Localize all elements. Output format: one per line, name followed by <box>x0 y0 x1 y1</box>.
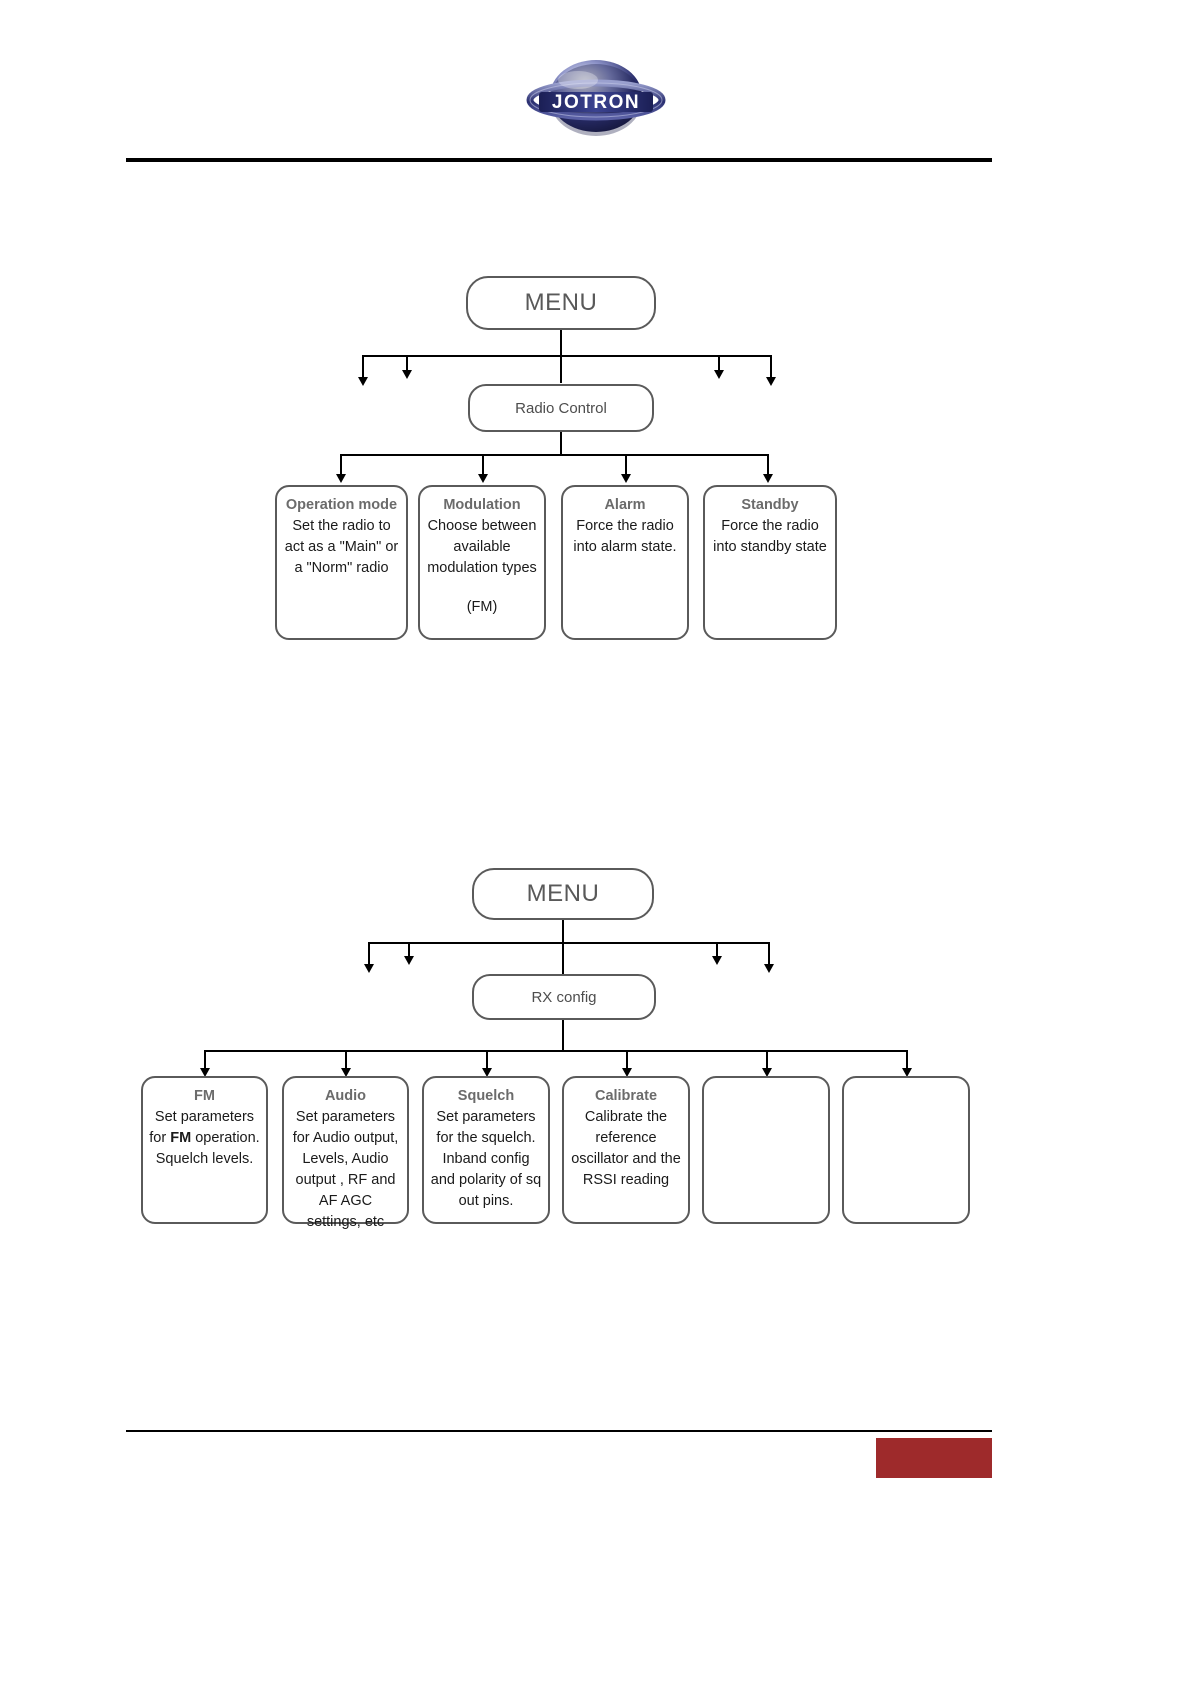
leaf-modulation-extra: (FM) <box>466 599 498 615</box>
node-rx-config-label: RX config <box>531 988 597 1006</box>
arrow-stub-1b <box>402 370 412 379</box>
brand-logo: JOTRON <box>0 55 1191 145</box>
leaf-operation-mode[interactable]: Operation mode Set the radio to act as a… <box>275 485 408 640</box>
arrow-leaf-1-3 <box>763 474 773 483</box>
connector-root-1 <box>560 330 562 355</box>
connector-leaf-2-4 <box>766 1050 768 1070</box>
connector-to-sub-1 <box>560 355 562 383</box>
arrow-leaf-1-1 <box>478 474 488 483</box>
arrow-leaf-2-4 <box>762 1068 772 1077</box>
arrow-stub-2c <box>712 956 722 965</box>
connector-leafbus-2 <box>204 1050 907 1052</box>
leaf-modulation-body: Choose between available modulation type… <box>427 518 537 576</box>
leaf-alarm-title: Alarm <box>604 497 646 513</box>
leaf-calibrate-title: Calibrate <box>594 1088 658 1104</box>
leaf-alarm-body: Force the radio into alarm state. <box>573 518 677 555</box>
leaf-operation-mode-body: Set the radio to act as a "Main" or a "N… <box>284 518 399 576</box>
leaf-empty-1[interactable] <box>702 1076 830 1224</box>
leaf-fm[interactable]: FM Set parameters for FM operation. Sque… <box>141 1076 268 1224</box>
brand-wordmark: JOTRON <box>551 92 639 113</box>
leaf-audio-body: Set parameters for Audio output, Levels,… <box>292 1109 399 1230</box>
leaf-standby-body: Force the radio into standby state <box>713 518 827 555</box>
connector-sub-down-1 <box>560 432 562 454</box>
connector-bus-2 <box>368 942 770 944</box>
arrow-stub-2b <box>404 956 414 965</box>
header-divider <box>126 158 992 162</box>
arrow-leaf-2-1 <box>341 1068 351 1077</box>
leaf-fm-body-post: operation. Squelch levels. <box>155 1130 260 1167</box>
leaf-fm-title: FM <box>194 1088 215 1104</box>
leaf-fm-body-pre: Set parameters for <box>149 1109 255 1146</box>
node-menu-1[interactable]: MENU <box>466 276 656 330</box>
connector-leaf-1-3 <box>767 454 769 476</box>
arrow-leaf-2-3 <box>622 1068 632 1077</box>
arrow-leaf-2-5 <box>902 1068 912 1077</box>
leaf-modulation[interactable]: Modulation Choose between available modu… <box>418 485 546 640</box>
connector-stub-1a <box>362 355 364 379</box>
leaf-standby-title: Standby <box>741 497 799 513</box>
footer-divider <box>126 1430 992 1432</box>
connector-stub-1d <box>770 355 772 379</box>
arrow-leaf-1-2 <box>621 474 631 483</box>
node-menu-2[interactable]: MENU <box>472 868 654 920</box>
arrow-stub-2a <box>364 964 374 973</box>
leaf-audio[interactable]: Audio Set parameters for Audio output, L… <box>282 1076 409 1230</box>
arrow-leaf-2-2 <box>482 1068 492 1077</box>
node-rx-config[interactable]: RX config <box>472 974 656 1020</box>
leaf-calibrate[interactable]: Calibrate Calibrate the reference oscill… <box>562 1076 690 1224</box>
arrow-leaf-2-0 <box>200 1068 210 1077</box>
connector-leaf-2-0 <box>204 1050 206 1070</box>
connector-stub-2a <box>368 942 370 966</box>
node-menu-1-label: MENU <box>524 289 598 316</box>
connector-stub-2b <box>408 942 410 958</box>
connector-leaf-2-5 <box>906 1050 908 1070</box>
leaf-fm-body-bold: FM <box>170 1130 192 1146</box>
connector-leaf-1-1 <box>482 454 484 476</box>
leaf-operation-mode-title: Operation mode <box>285 497 398 513</box>
connector-bus-1 <box>362 355 772 357</box>
leaf-squelch-title: Squelch <box>457 1088 515 1104</box>
connector-leaf-2-3 <box>626 1050 628 1070</box>
node-menu-2-label: MENU <box>526 880 600 907</box>
arrow-stub-1c <box>714 370 724 379</box>
leaf-fm-body: Set parameters for FM operation. Squelch… <box>147 1107 262 1170</box>
leaf-calibrate-body: Calibrate the reference oscillator and t… <box>571 1109 681 1188</box>
footer-accent-block <box>876 1438 992 1478</box>
arrow-leaf-1-0 <box>336 474 346 483</box>
leaf-standby[interactable]: Standby Force the radio into standby sta… <box>703 485 837 640</box>
leaf-modulation-title: Modulation <box>443 497 521 513</box>
leaf-squelch[interactable]: Squelch Set parameters for the squelch. … <box>422 1076 550 1224</box>
leaf-alarm[interactable]: Alarm Force the radio into alarm state. <box>561 485 689 640</box>
connector-sub-down-2 <box>562 1020 564 1050</box>
connector-leaf-1-0 <box>340 454 342 476</box>
node-radio-control[interactable]: Radio Control <box>468 384 654 432</box>
connector-stub-2c <box>716 942 718 958</box>
connector-leafbus-1 <box>340 454 767 456</box>
connector-leaf-2-1 <box>345 1050 347 1070</box>
connector-stub-1b <box>406 355 408 372</box>
connector-stub-1c <box>718 355 720 372</box>
arrow-stub-1d <box>766 377 776 386</box>
connector-leaf-2-2 <box>486 1050 488 1070</box>
node-radio-control-label: Radio Control <box>515 399 607 417</box>
connector-stub-2d <box>768 942 770 966</box>
connector-leaf-1-2 <box>625 454 627 476</box>
arrow-stub-2d <box>764 964 774 973</box>
leaf-audio-title: Audio <box>324 1088 367 1104</box>
connector-to-sub-2 <box>562 942 564 974</box>
leaf-empty-2[interactable] <box>842 1076 970 1224</box>
connector-root-2 <box>562 920 564 942</box>
arrow-stub-1a <box>358 377 368 386</box>
leaf-squelch-body: Set parameters for the squelch. Inband c… <box>430 1109 542 1209</box>
